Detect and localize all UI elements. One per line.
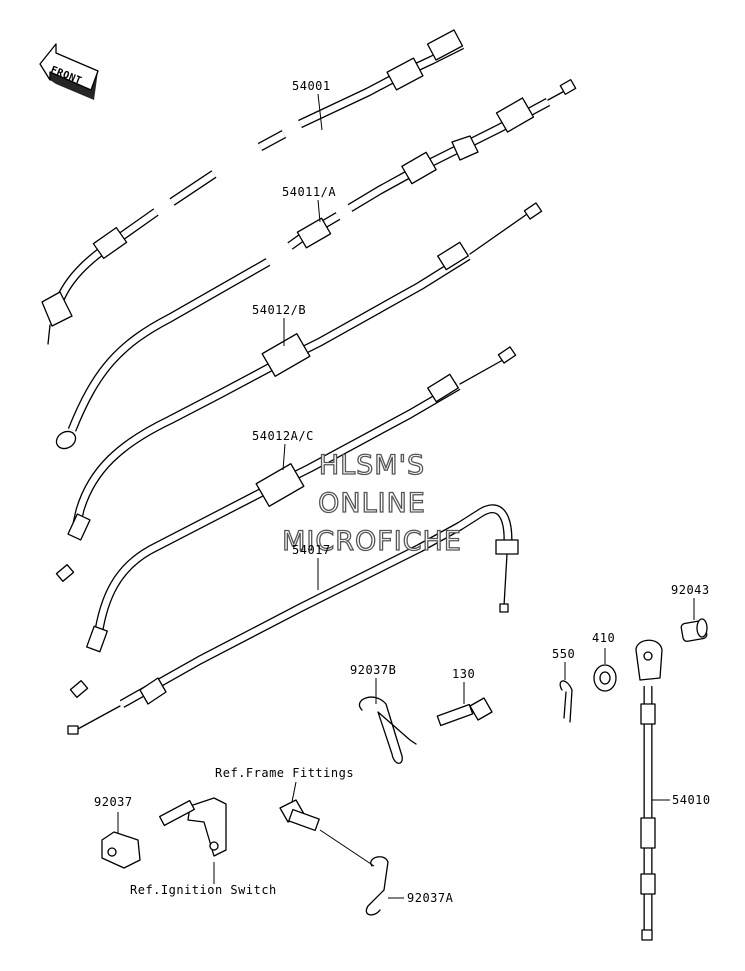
callout-550: 550 <box>552 647 575 661</box>
callout-130: 130 <box>452 667 475 681</box>
callout-54012ac: 54012A/C <box>252 429 314 443</box>
callout-54010: 54010 <box>672 793 711 807</box>
callout-54001: 54001 <box>292 79 331 93</box>
part-92037a-clip <box>365 856 389 916</box>
cable-54010 <box>635 639 663 941</box>
part-550-cotter-pin <box>559 680 573 723</box>
part-92037-clamp <box>101 831 141 869</box>
front-arrow-icon: FRONT <box>39 43 99 100</box>
callout-54017: 54017 <box>292 543 331 557</box>
part-92043-pin <box>680 618 708 642</box>
cable-54001 <box>41 29 465 345</box>
callout-92037b: 92037B <box>350 663 396 677</box>
part-92037b-clip <box>359 696 417 764</box>
part-ignition-bracket <box>158 797 227 857</box>
watermark: HLSM'S ONLINE MICROFICHE <box>281 449 462 557</box>
callout-410: 410 <box>592 631 615 645</box>
part-410-washer <box>593 664 617 692</box>
cable-54012ac <box>69 346 517 698</box>
callout-labels: 54001 54011/A 54012/B 54012A/C 54017 920… <box>94 79 711 905</box>
part-130-bolt <box>436 697 493 727</box>
callout-92037: 92037 <box>94 795 133 809</box>
watermark-line-3: MICROFICHE <box>282 526 462 557</box>
callout-54012b: 54012/B <box>252 303 306 317</box>
callout-ref-ignition-switch: Ref.Ignition Switch <box>130 883 277 897</box>
callout-92037a: 92037A <box>407 891 454 905</box>
callout-54011a: 54011/A <box>282 185 336 199</box>
callout-92043: 92043 <box>671 583 710 597</box>
cable-54017 <box>67 504 519 735</box>
leader-lines <box>117 93 695 899</box>
callout-ref-frame-fittings: Ref.Frame Fittings <box>215 766 354 780</box>
part-frame-bolt <box>279 799 320 832</box>
cable-54011a <box>287 79 577 250</box>
watermark-line-1: HLSM'S <box>319 450 425 481</box>
watermark-line-2: ONLINE <box>318 488 426 519</box>
cable-54012b <box>55 202 543 582</box>
